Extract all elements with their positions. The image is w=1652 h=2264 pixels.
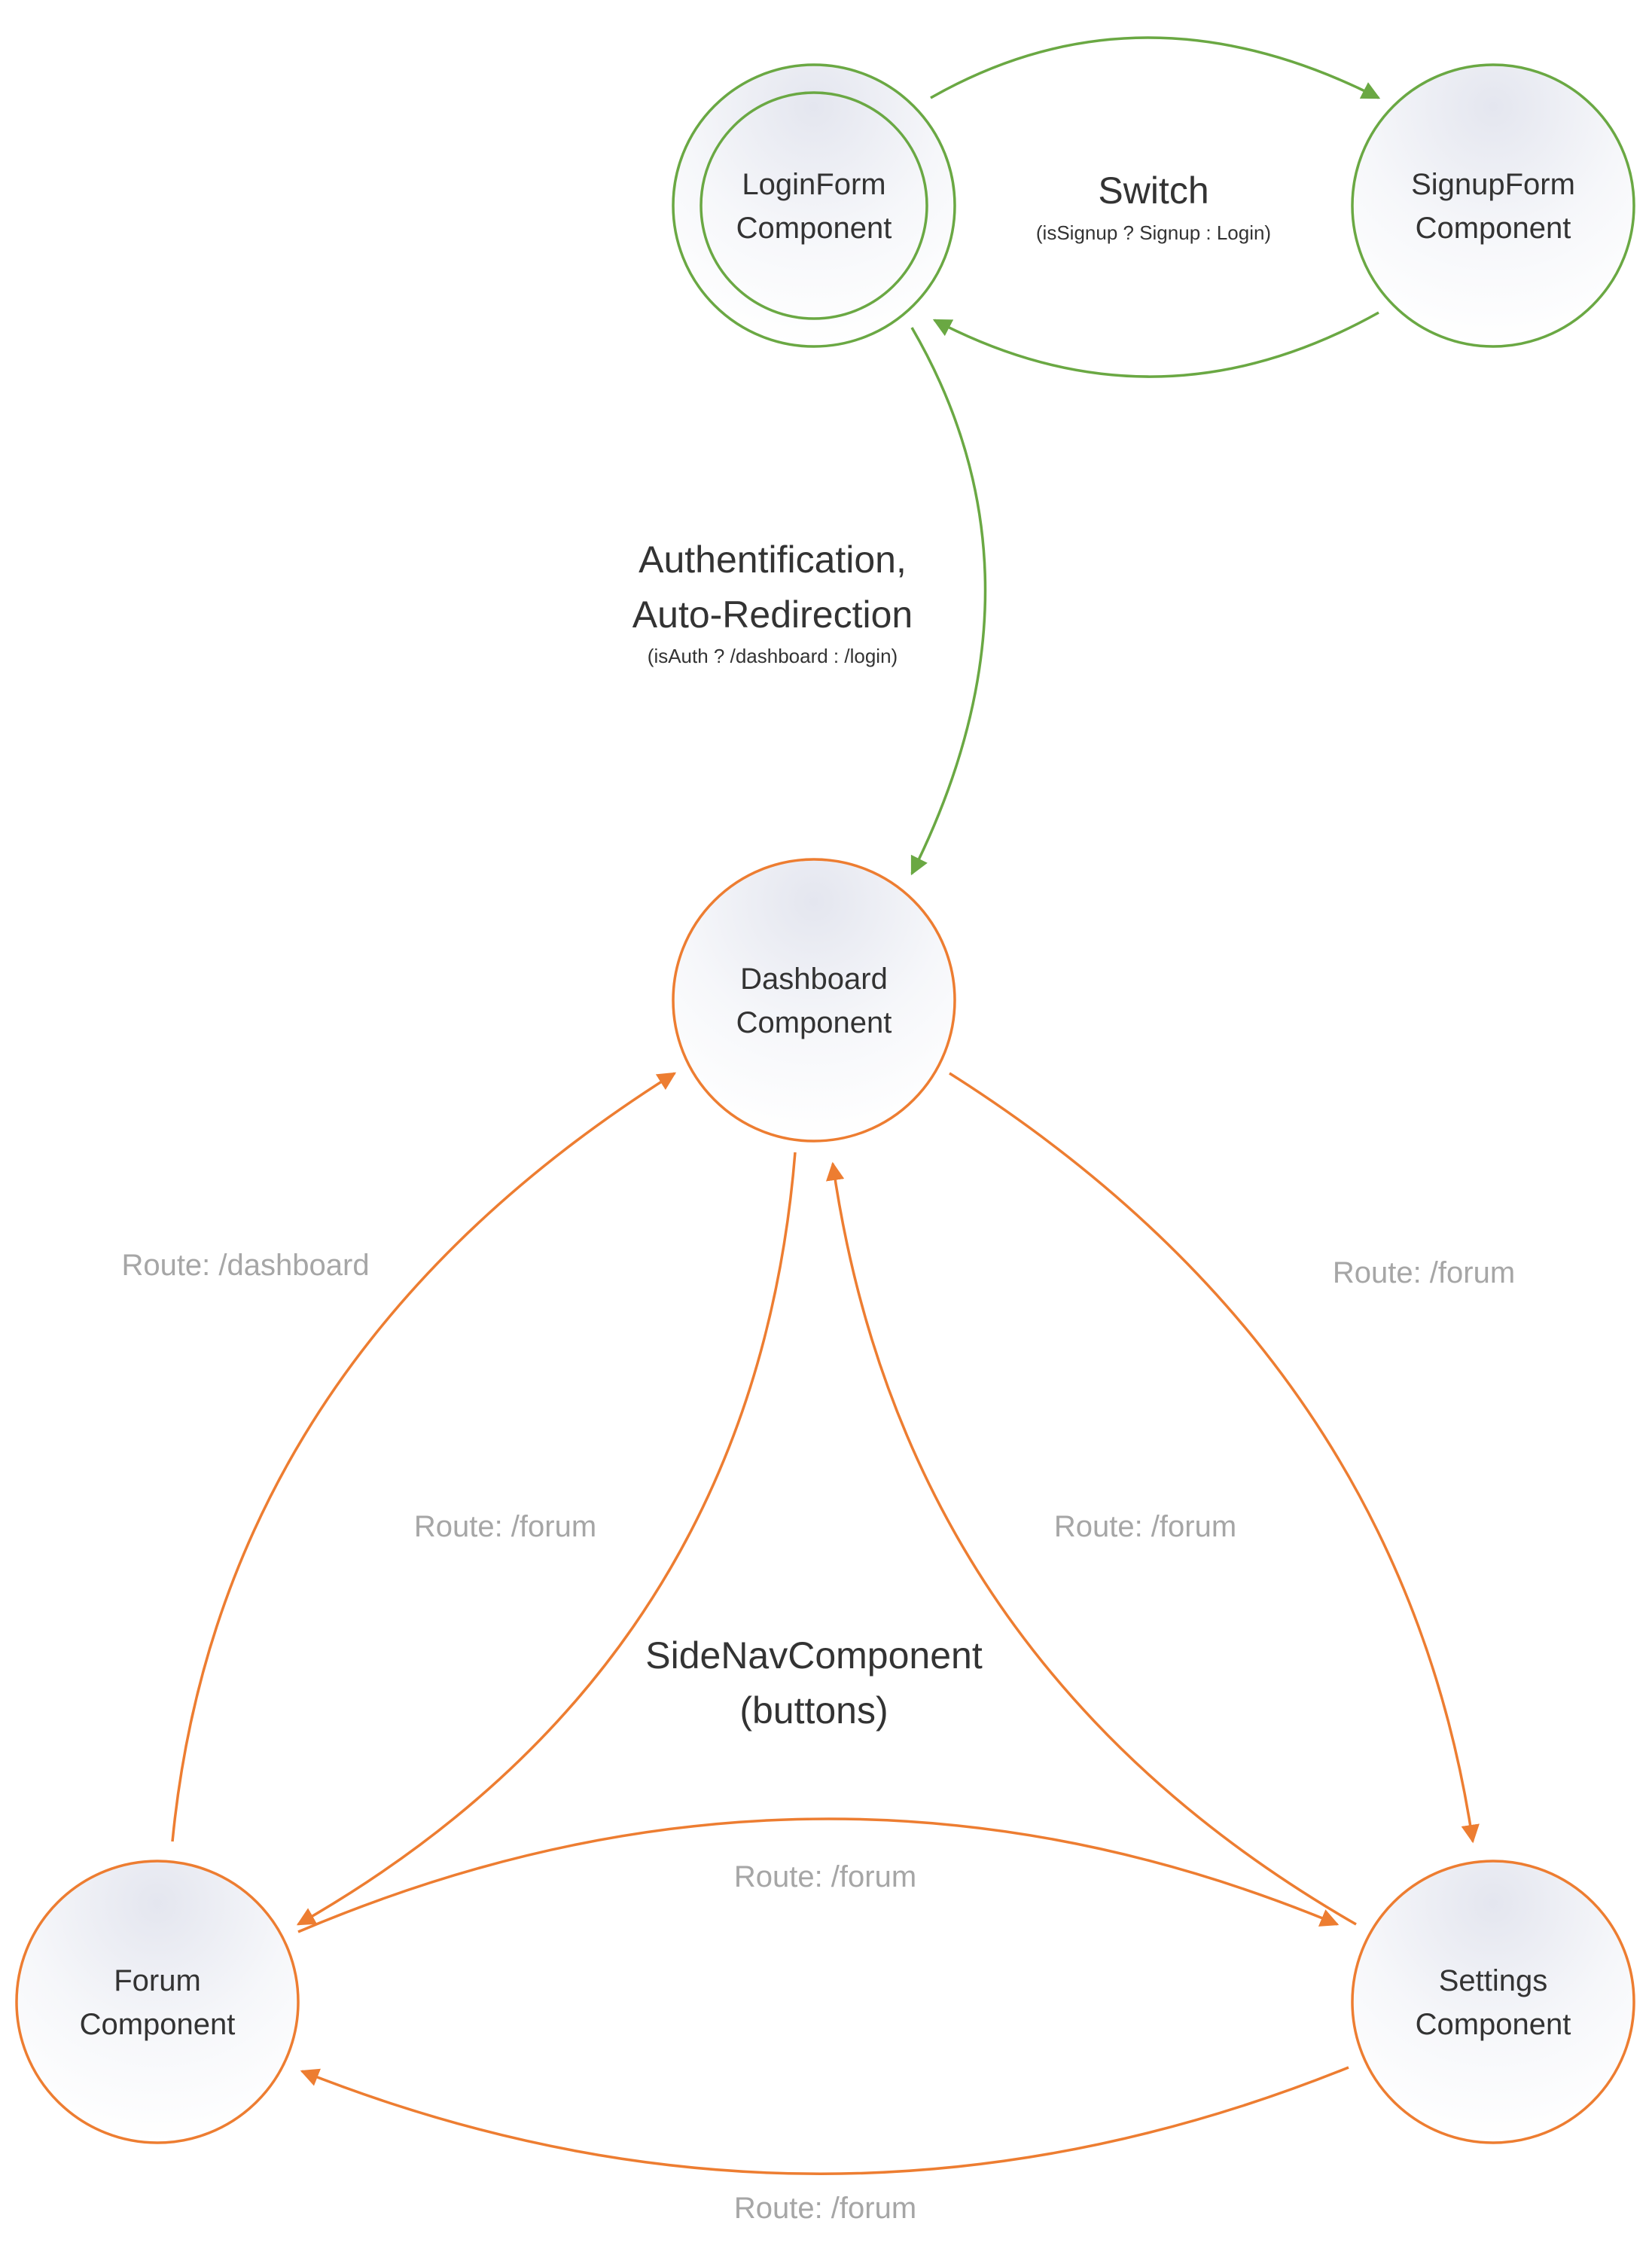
route-label-settings-to-dashboard: Route: /forum [1054, 1510, 1236, 1543]
route-label-settings-to-forum: Route: /forum [734, 2192, 916, 2225]
route-label-forum-to-dashboard: Route: /dashboard [121, 1249, 369, 1282]
auth-label-line1: Authentification, [639, 539, 907, 581]
edge-login-to-signup [930, 36, 1381, 99]
route-label-forum-to-settings: Route: /forum [734, 1860, 916, 1893]
sidenav-label-line1: SideNavComponent [645, 1634, 983, 1677]
edge-settings-to-dashboard [826, 1161, 1357, 1926]
node-settings-label-line1: Settings [1439, 1964, 1548, 1997]
edge-forum-to-dashboard [171, 1072, 677, 1842]
node-signup-label-line2: Component [1416, 212, 1571, 245]
switch-condition: (isSignup ? Signup : Login) [1036, 221, 1271, 244]
node-settings: Settings Component [1351, 1860, 1635, 2144]
node-dashboard: Dashboard Component [672, 858, 956, 1143]
node-login-label-line2: Component [736, 212, 892, 245]
node-signup: SignupForm Component [1351, 63, 1635, 348]
sidenav-label-line2: (buttons) [739, 1689, 888, 1732]
route-label-dashboard-to-forum: Route: /forum [414, 1510, 596, 1543]
node-settings-label-line2: Component [1416, 2008, 1571, 2041]
node-dashboard-label-line2: Component [736, 1006, 892, 1039]
edge-signup-to-login [932, 311, 1379, 378]
edge-login-to-dashboard [910, 327, 987, 876]
node-dashboard-label-line1: Dashboard [740, 963, 888, 996]
route-label-dashboard-to-settings: Route: /forum [1333, 1256, 1515, 1289]
node-forum-label-line2: Component [80, 2008, 236, 2041]
edge-forum-to-settings [297, 1817, 1340, 1933]
edge-dashboard-to-settings [949, 1072, 1480, 1844]
node-forum: Forum Component [15, 1860, 300, 2144]
edge-dashboard-to-forum [296, 1152, 797, 1926]
edge-settings-to-forum [300, 2066, 1349, 2175]
auth-label-line2: Auto-Redirection [632, 593, 913, 636]
node-login-inner-ring [700, 91, 928, 320]
node-signup-label-line1: SignupForm [1411, 168, 1575, 201]
auth-condition: (isAuth ? /dashboard : /login) [648, 645, 898, 667]
switch-title: Switch [1098, 169, 1209, 212]
node-forum-label-line1: Forum [114, 1964, 201, 1997]
node-login-label-line1: LoginForm [742, 168, 885, 201]
node-login: LoginForm Component [672, 63, 956, 348]
